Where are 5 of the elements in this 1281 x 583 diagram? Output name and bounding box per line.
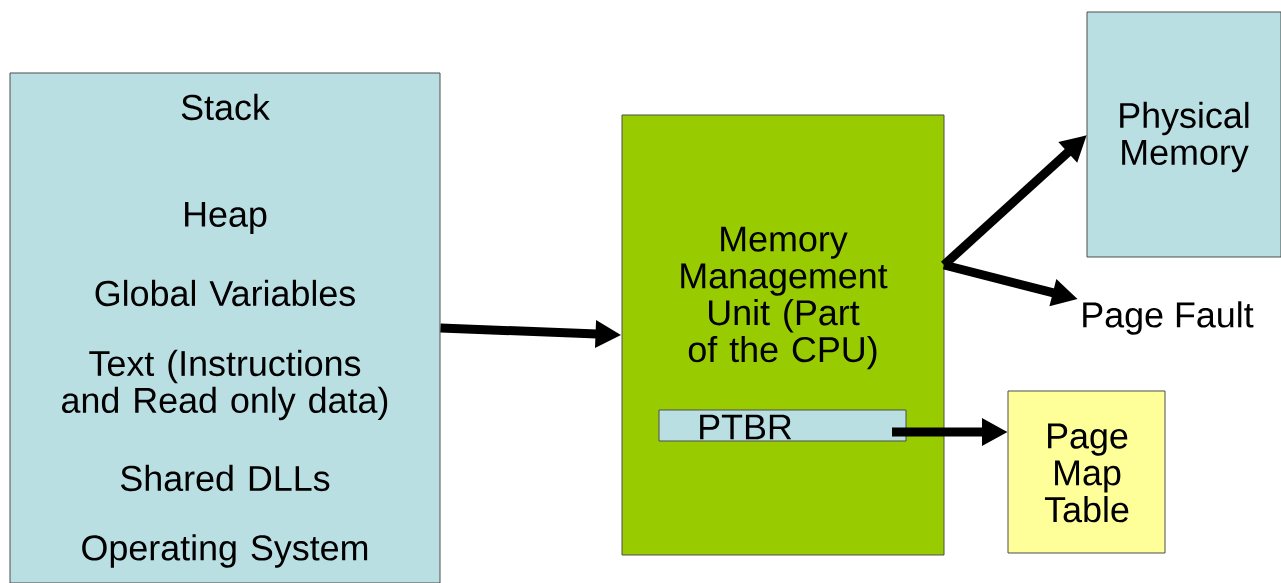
memory-box: Physical Memory: [1086, 11, 1281, 258]
label-text: Page Fault: [1083, 301, 1254, 335]
table-box: Page Map Table: [1007, 390, 1166, 554]
memory-layout-box: Stack Heap Global Variables Text (Instructions and Read only data) Shared DLLs Operating System: [9, 72, 441, 583]
register-box: PTBR: [658, 409, 907, 442]
